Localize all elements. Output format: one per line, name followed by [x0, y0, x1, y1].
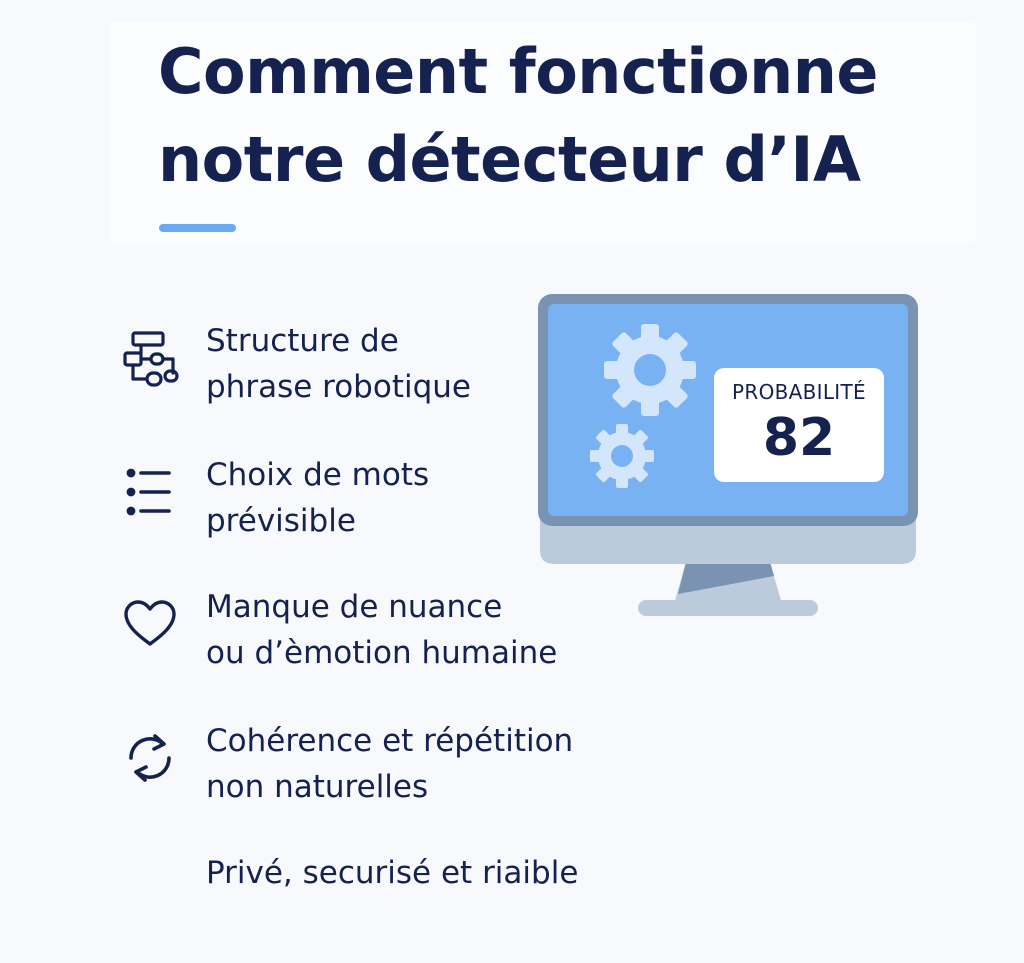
page-title-line-2: notre détecteur d’IA	[158, 123, 861, 196]
monitor-illustration	[538, 294, 918, 616]
monitor-stand-shade	[678, 562, 774, 594]
title-panel	[110, 22, 976, 244]
flowchart-icon	[110, 318, 190, 398]
gear-icon	[590, 424, 654, 488]
monitor-base	[638, 600, 818, 616]
probability-card	[714, 368, 884, 482]
feature-label: Choix de mots prévisible	[206, 457, 430, 539]
refresh-icon	[110, 718, 190, 798]
gear-icon	[604, 324, 696, 416]
monitor-chin	[540, 520, 916, 564]
page-title-line-1: Comment fonctionne	[158, 35, 878, 108]
heart-icon	[110, 584, 190, 664]
feature-label: Privé, securisé et riaible	[206, 855, 579, 891]
page-title: Comment fonctionne notre détecteur d’IA	[158, 28, 878, 204]
feature-label: Structure de phrase robotique	[206, 323, 471, 405]
feature-label: Cohérence et répétition non naturelles	[206, 723, 574, 805]
list-icon	[110, 452, 190, 532]
feature-label: Manque de nuance ou d’èmotion humaine	[206, 589, 558, 671]
probability-value: 82	[762, 408, 836, 468]
title-accent-bar	[159, 224, 236, 232]
probability-label: PROBABILITÉ	[732, 380, 866, 404]
